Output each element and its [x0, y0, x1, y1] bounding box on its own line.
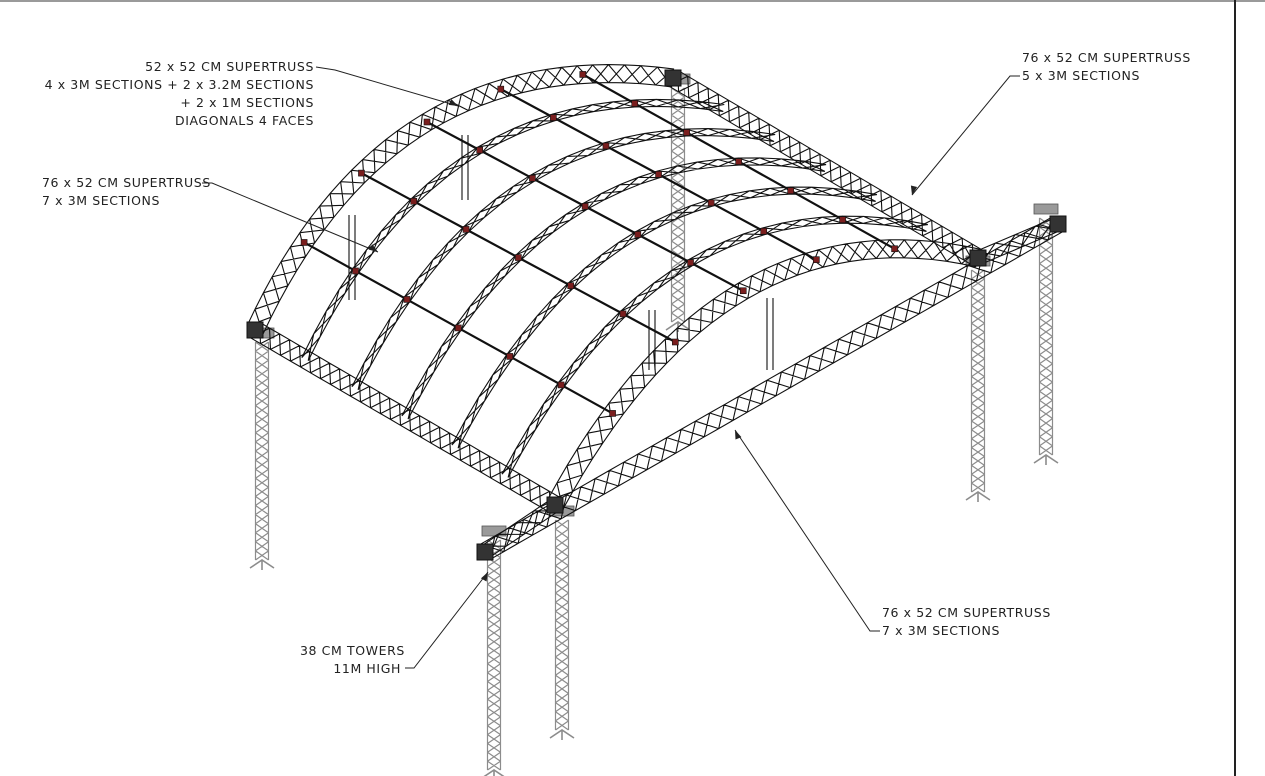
note-towers-line-2: 11M HIGH: [333, 661, 401, 676]
truss-left-side: [250, 321, 560, 514]
nodes-group: [246, 69, 1067, 561]
tower-front-outer: [486, 539, 502, 771]
node-1-2: [403, 296, 411, 303]
node-4-0: [497, 85, 505, 93]
corner-block-1: [546, 496, 564, 514]
node-4-1: [550, 114, 557, 121]
strut-3: [648, 310, 656, 370]
tower-front: [554, 519, 570, 731]
strut-2: [766, 298, 774, 370]
corner-block-4: [476, 543, 494, 561]
node-4-6: [813, 256, 820, 263]
node-1-6: [609, 410, 616, 417]
truss-front-outer: [480, 215, 1063, 561]
note-left-side-truss: 76 x 52 CM SUPERTRUSS 7 x 3M SECTIONS: [42, 174, 211, 210]
node-5-2: [683, 129, 691, 136]
node-3-6: [739, 287, 747, 295]
node-2-2: [462, 226, 470, 233]
leader-lines: [202, 66, 1020, 669]
tower-right-base: [965, 491, 991, 502]
note-towers: 38 CM TOWERS 11M HIGH: [300, 642, 405, 678]
node-3-5: [687, 259, 694, 266]
leader-arrowhead-1: [368, 244, 378, 252]
truss-right-connector: [975, 217, 1061, 265]
note-arch-truss: 52 x 52 CM SUPERTRUSS 4 x 3M SECTIONS + …: [40, 58, 314, 130]
tower-left: [254, 341, 270, 561]
tower-back: [670, 87, 686, 323]
strut-1: [348, 215, 356, 300]
frame-top-border: [0, 0, 1265, 2]
note-arch-line-4: DIAGONALS 4 FACES: [174, 113, 314, 128]
leader-line-3: [734, 429, 880, 632]
tower-right: [970, 269, 986, 493]
node-5-4: [787, 187, 794, 194]
node-1-1: [352, 267, 359, 275]
node-2-0: [358, 169, 365, 177]
note-arch-line-2: 4 x 3M SECTIONS + 2 x 3.2M SECTIONS: [44, 77, 314, 92]
node-2-4: [567, 282, 575, 290]
node-1-0: [300, 239, 308, 246]
node-4-5: [760, 227, 768, 235]
note-back-truss: 76 x 52 CM SUPERTRUSS 5 x 3M SECTIONS: [1022, 49, 1191, 85]
tower-front-outer-base: [483, 769, 505, 776]
note-towers-line-1: 38 CM TOWERS: [300, 643, 405, 658]
tower-right-outer-base: [1033, 454, 1059, 465]
node-2-5: [619, 310, 627, 318]
leader-arrowhead-4: [480, 572, 488, 582]
leader-line-2: [911, 75, 1020, 196]
node-5-0: [579, 71, 587, 78]
tower-left-base: [249, 559, 275, 570]
note-left-line-2: 7 x 3M SECTIONS: [42, 193, 161, 208]
strut-0: [461, 135, 469, 200]
frame-right-border: [1234, 0, 1236, 776]
note-arch-line-3: + 2 x 1M SECTIONS: [180, 95, 314, 110]
node-3-3: [581, 203, 589, 210]
leader-line-4: [405, 571, 489, 669]
leader-arrowhead-2: [910, 185, 918, 195]
trusses-group: [246, 64, 1063, 561]
leader-line-0: [315, 66, 459, 107]
tower-front-base: [549, 729, 575, 740]
node-4-2: [602, 142, 610, 150]
leader-arrowhead-0: [448, 99, 458, 106]
node-4-4: [707, 199, 715, 207]
truss-back-side: [668, 69, 983, 267]
node-5-6: [891, 245, 898, 253]
node-2-6: [672, 338, 679, 346]
arch-rib-3: [401, 157, 827, 420]
arch-rib-4: [451, 186, 878, 449]
note-front-side-truss: 76 x 52 CM SUPERTRUSS 7 x 3M SECTIONS: [882, 604, 1051, 640]
node-1-4: [506, 353, 514, 360]
node-5-5: [839, 216, 846, 223]
tower-right-outer-head: [1033, 203, 1059, 215]
node-3-1: [476, 146, 484, 154]
note-front-line-2: 7 x 3M SECTIONS: [882, 623, 1001, 638]
note-arch-line-1: 52 x 52 CM SUPERTRUSS: [145, 59, 314, 74]
note-back-line-1: 76 x 52 CM SUPERTRUSS: [1022, 50, 1191, 65]
truss-front-connector: [480, 498, 560, 559]
node-3-4: [634, 231, 642, 238]
leader-arrowhead-3: [735, 430, 742, 440]
corner-block-0: [246, 321, 264, 339]
leader-line-1: [202, 182, 379, 253]
tower-right-outer: [1038, 217, 1054, 456]
node-3-0: [423, 118, 431, 126]
arch-rib-5: [501, 215, 928, 478]
note-back-line-2: 5 x 3M SECTIONS: [1022, 68, 1141, 83]
node-4-3: [655, 171, 662, 178]
node-3-2: [529, 174, 536, 182]
node-5-1: [631, 100, 639, 107]
note-left-line-1: 76 x 52 CM SUPERTRUSS: [42, 175, 211, 190]
corner-block-3: [664, 69, 682, 87]
node-2-1: [410, 197, 418, 205]
corner-block-5: [1049, 215, 1067, 233]
corner-block-2: [969, 249, 987, 267]
node-1-5: [557, 381, 565, 389]
node-5-3: [735, 158, 742, 165]
node-1-3: [455, 324, 462, 332]
node-2-3: [515, 254, 522, 261]
note-front-line-1: 76 x 52 CM SUPERTRUSS: [882, 605, 1051, 620]
